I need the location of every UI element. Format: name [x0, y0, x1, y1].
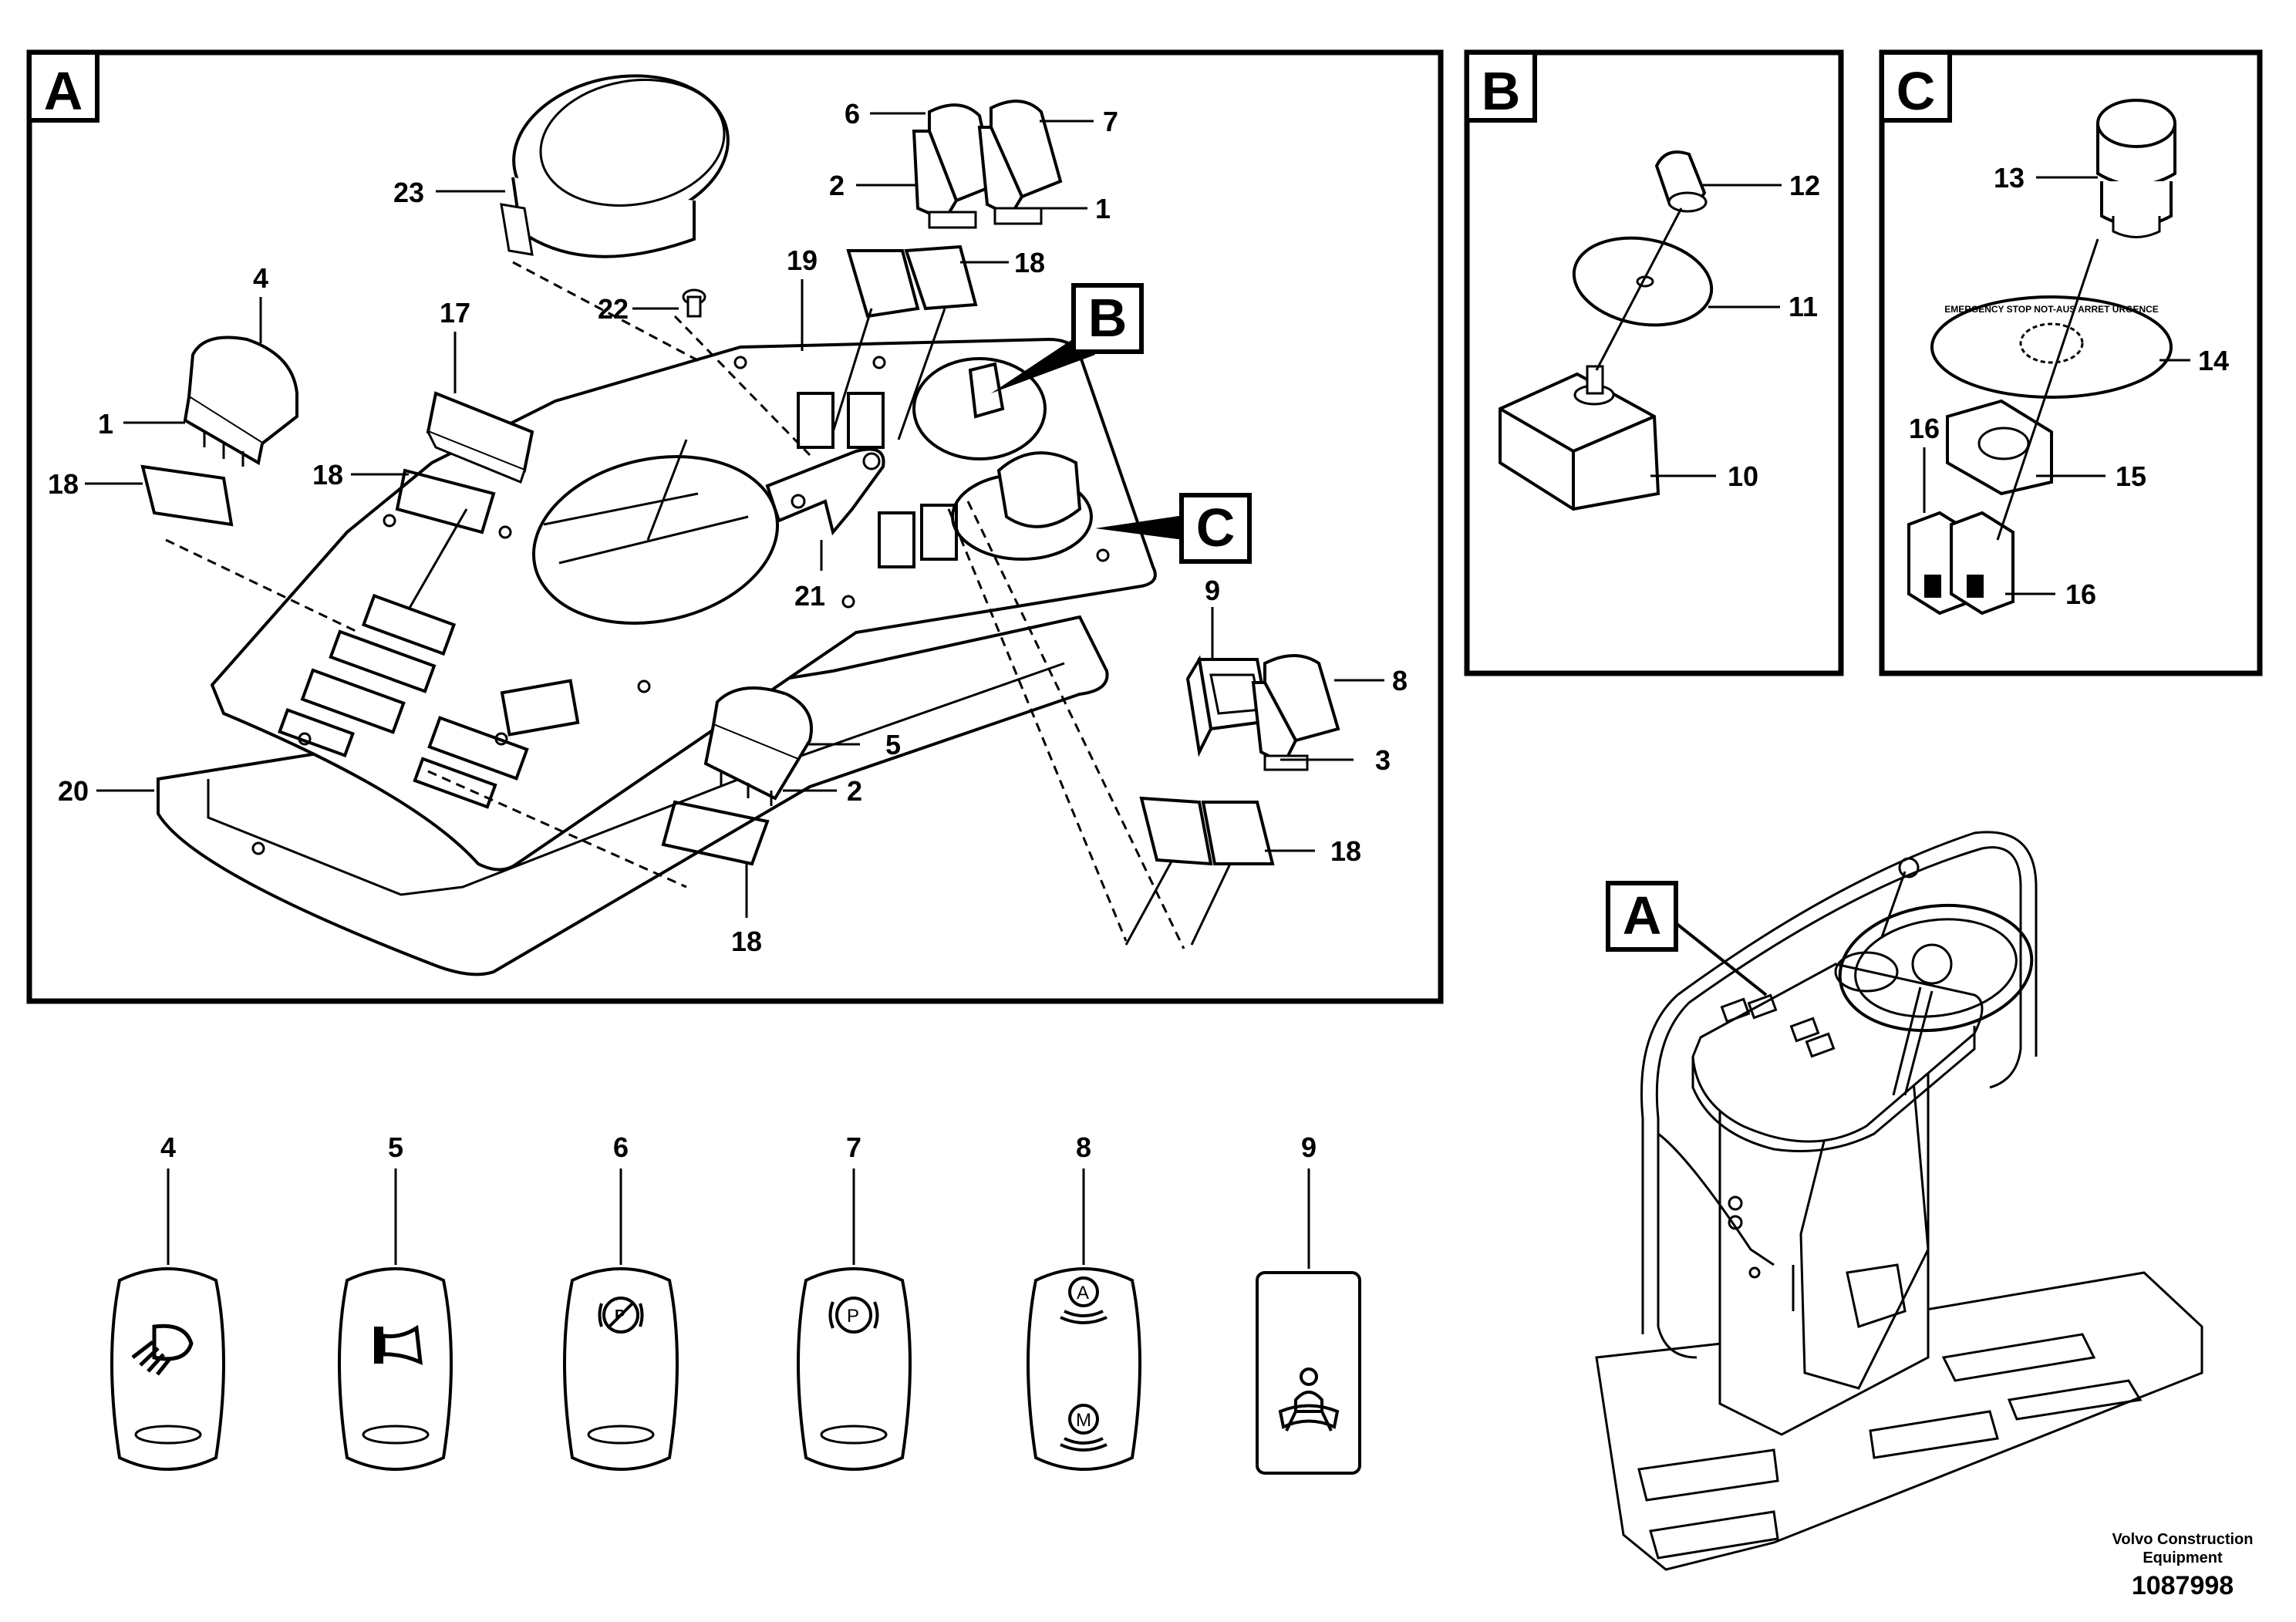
- frame-18-right-a: [1139, 796, 1213, 866]
- label-4: 4: [253, 262, 268, 294]
- label-20: 20: [58, 775, 89, 807]
- rotary-knob-12: [1654, 150, 1708, 213]
- panel-a: A: [26, 49, 1444, 1004]
- label-11: 11: [1789, 291, 1818, 322]
- label-12: 12: [1789, 170, 1820, 201]
- label-18-mid: 18: [312, 459, 343, 491]
- panel-c: C EMERGENCY STOP NOT-AUS ARRET URGENCE: [1879, 49, 2263, 676]
- label-13: 13: [1994, 162, 2025, 194]
- estop-label-plate-14: EMERGENCY STOP NOT-AUS ARRET URGENCE: [1930, 295, 2173, 399]
- horn-icon: [374, 1324, 423, 1366]
- footer-company-line2: Equipment: [2143, 1549, 2223, 1566]
- label-18-right: 18: [1330, 835, 1361, 867]
- panel-a-letter: A: [44, 61, 83, 121]
- panel-b-letter: B: [1482, 61, 1521, 121]
- contact-block-16b: [1950, 511, 2014, 615]
- frame-18-left: [140, 464, 234, 527]
- label-1-top: 1: [1095, 193, 1111, 224]
- bracket-21: [765, 447, 885, 536]
- label-18-left: 18: [48, 468, 79, 500]
- callout-b-letter: B: [1088, 288, 1128, 348]
- label-17: 17: [440, 297, 470, 329]
- label-2-top: 2: [829, 170, 845, 201]
- emergency-stop-13: [2096, 99, 2176, 238]
- label-3: 3: [1375, 744, 1391, 776]
- switch-legend: 4 5 6 P 7: [110, 1131, 1361, 1475]
- legend-number-7: 7: [846, 1131, 861, 1163]
- legend-switch-8: [1027, 1267, 1141, 1471]
- label-19: 19: [787, 244, 818, 276]
- callout-c-letter: C: [1196, 497, 1236, 558]
- label-18-top: 18: [1014, 247, 1045, 278]
- legend-number-4: 4: [160, 1131, 176, 1163]
- legend-switch-6: [563, 1267, 679, 1471]
- label-14: 14: [2198, 345, 2229, 376]
- label-7: 7: [1103, 106, 1118, 137]
- label-6: 6: [845, 98, 860, 130]
- footer-company: Volvo Construction: [2112, 1531, 2254, 1548]
- footer: Volvo Construction Equipment 1087998: [2112, 1531, 2254, 1600]
- panel-c-letter: C: [1896, 61, 1936, 121]
- svg-text:P: P: [847, 1306, 859, 1327]
- frame-18-right-b: [1201, 801, 1275, 865]
- label-23: 23: [393, 177, 424, 208]
- svg-text:P: P: [615, 1307, 625, 1324]
- callout-b: B: [991, 283, 1144, 393]
- dashboard-plate: [210, 337, 1157, 872]
- frame-18-top-b: [904, 244, 978, 311]
- switch-body-10: [1499, 365, 1660, 511]
- screw-22: [682, 288, 706, 318]
- legend-number-8: 8: [1076, 1131, 1091, 1163]
- base-plate: [157, 615, 1109, 976]
- work-light-icon: [131, 1324, 194, 1376]
- label-21: 21: [794, 580, 825, 612]
- label-16-top: 16: [1909, 413, 1940, 444]
- frame-18-top-a: [846, 249, 920, 319]
- legend-switch-4: [110, 1267, 225, 1471]
- svg-text:M: M: [1076, 1410, 1091, 1431]
- panel-b: B 12 11 10: [1464, 49, 1844, 676]
- operator-seat-icon: [1278, 1367, 1340, 1431]
- label-16-bottom: 16: [2065, 578, 2096, 610]
- overview-callout-a: A: [1606, 881, 1768, 996]
- callout-c: C: [1095, 493, 1252, 564]
- gauge-23: [500, 74, 730, 258]
- label-22: 22: [598, 293, 629, 325]
- label-18-bottom: 18: [731, 926, 762, 957]
- rocker-switch-5: [703, 686, 813, 806]
- blank-cover-17: [426, 391, 534, 484]
- label-8-top: 8: [1392, 665, 1408, 696]
- label-9-top: 9: [1205, 575, 1220, 606]
- holder-15: [1946, 399, 2053, 496]
- label-5-top: 5: [885, 729, 901, 760]
- legend-number-9: 9: [1301, 1131, 1317, 1163]
- label-2-bottom: 2: [847, 775, 862, 807]
- overview-callout-a-letter: A: [1623, 885, 1662, 946]
- parking-brake-icon: P: [828, 1297, 879, 1334]
- frame-18-mid: [395, 468, 496, 534]
- label-1-left: 1: [98, 408, 113, 440]
- label-10: 10: [1728, 460, 1758, 492]
- estop-ring-text: EMERGENCY STOP NOT-AUS ARRET URGENCE: [1944, 304, 2159, 315]
- legend-number-5: 5: [388, 1131, 403, 1163]
- legend-number-6: 6: [613, 1131, 629, 1163]
- frame-18-bottom: [661, 800, 770, 866]
- label-15: 15: [2116, 460, 2146, 492]
- rocker-switch-8: [1251, 654, 1340, 771]
- legend-switch-7: [797, 1267, 912, 1471]
- parking-brake-released-icon: P: [598, 1297, 644, 1334]
- legend-indicator-9: [1256, 1271, 1361, 1475]
- auto-manual-mode-icon: A M: [1060, 1276, 1108, 1452]
- footer-doc-number: 1087998: [2132, 1571, 2234, 1600]
- rocker-switch-7: [977, 99, 1063, 225]
- operator-station-overview: [1595, 831, 2203, 1571]
- indicator-9: [1185, 655, 1271, 757]
- legend-switch-5: [338, 1267, 453, 1471]
- rocker-switch-4: [183, 336, 298, 467]
- svg-text:A: A: [1077, 1283, 1089, 1303]
